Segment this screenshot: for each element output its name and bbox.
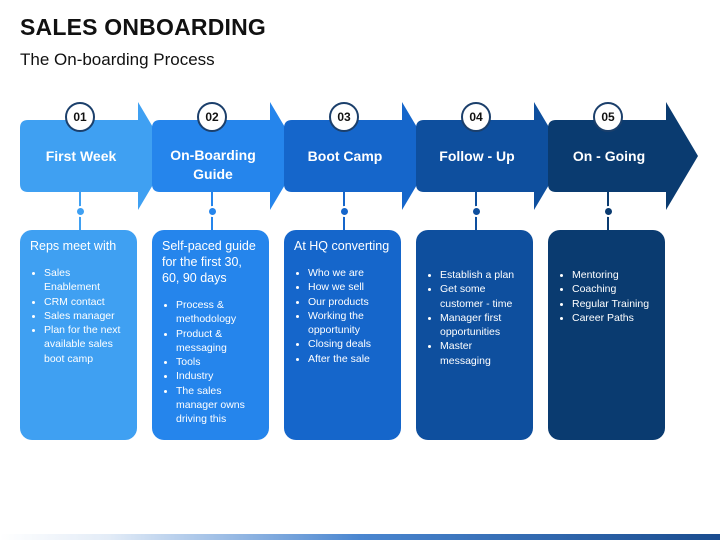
connector-dot bbox=[602, 206, 614, 217]
step-arrow-02 bbox=[152, 102, 302, 210]
card-heading bbox=[558, 238, 655, 258]
connector-dot bbox=[74, 206, 86, 217]
card-bullet: CRM contact bbox=[44, 295, 127, 309]
card-bullet: Working the opportunity bbox=[308, 309, 391, 338]
card-bullet: Establish a plan bbox=[440, 268, 523, 282]
card-bullet: Sales manager bbox=[44, 309, 127, 323]
step-number-badge: 02 bbox=[197, 102, 227, 132]
card-bullet: Get some customer - time bbox=[440, 282, 523, 311]
step-arrow-04 bbox=[416, 102, 566, 210]
card-bullet: The sales manager owns driving this bbox=[176, 384, 259, 427]
connector-dot bbox=[338, 206, 350, 217]
card-bullet: Manager first opportunities bbox=[440, 311, 523, 340]
connector-dot bbox=[206, 206, 218, 217]
card-bullet: Plan for the next available sales boot c… bbox=[44, 323, 127, 366]
step-arrow-05 bbox=[548, 102, 698, 210]
card-bullet-list: MentoringCoachingRegular TrainingCareer … bbox=[558, 268, 655, 325]
step-card-01: Reps meet withSales EnablementCRM contac… bbox=[20, 230, 137, 440]
arrow-chain bbox=[20, 102, 698, 210]
bottom-accent-bar bbox=[0, 534, 720, 540]
card-bullet: Master messaging bbox=[440, 339, 523, 368]
card-bullet: Tools bbox=[176, 355, 259, 369]
card-bullet: Closing deals bbox=[308, 337, 391, 351]
step-card-04: Establish a planGet some customer - time… bbox=[416, 230, 533, 440]
card-bullet: Career Paths bbox=[572, 311, 655, 325]
card-bullet: Our products bbox=[308, 295, 391, 309]
card-heading: Reps meet with bbox=[30, 239, 117, 253]
step-title: On-Boarding Guide bbox=[170, 147, 256, 182]
card-bullet: Process & methodology bbox=[176, 298, 259, 327]
card-bullet: Product & messaging bbox=[176, 327, 259, 356]
card-bullet-list: Sales EnablementCRM contactSales manager… bbox=[30, 266, 127, 366]
step-card-03: At HQ convertingWho we areHow we sellOur… bbox=[284, 230, 401, 440]
card-heading bbox=[426, 238, 523, 258]
card-heading: Self-paced guide for the first 30, 60, 9… bbox=[162, 239, 256, 285]
step-card-05: MentoringCoachingRegular TrainingCareer … bbox=[548, 230, 665, 440]
step-title: First Week bbox=[45, 148, 117, 164]
card-bullet: How we sell bbox=[308, 280, 391, 294]
card-bullet: Coaching bbox=[572, 282, 655, 296]
card-bullet: Who we are bbox=[308, 266, 391, 280]
card-bullet: Mentoring bbox=[572, 268, 655, 282]
step-number-badge: 05 bbox=[593, 102, 623, 132]
step-title: Follow - Up bbox=[439, 148, 515, 164]
page-title: SALES ONBOARDING bbox=[20, 14, 266, 40]
card-bullet: Industry bbox=[176, 369, 259, 383]
card-bullet-list: Who we areHow we sellOur productsWorking… bbox=[294, 266, 391, 366]
card-heading: At HQ converting bbox=[294, 239, 390, 253]
step-card-02: Self-paced guide for the first 30, 60, 9… bbox=[152, 230, 269, 440]
step-title: Boot Camp bbox=[307, 148, 383, 164]
card-bullet: After the sale bbox=[308, 352, 391, 366]
page-subtitle: The On-boarding Process bbox=[20, 50, 215, 69]
card-bullet-list: Establish a planGet some customer - time… bbox=[426, 268, 523, 368]
step-number-badge: 03 bbox=[329, 102, 359, 132]
step-arrow-03 bbox=[284, 102, 434, 210]
card-bullet-list: Process & methodologyProduct & messaging… bbox=[162, 298, 259, 427]
step-title: On - Going bbox=[572, 148, 646, 164]
step-number-badge: 04 bbox=[461, 102, 491, 132]
connector-dot bbox=[470, 206, 482, 217]
card-bullet: Sales Enablement bbox=[44, 266, 127, 295]
step-number-badge: 01 bbox=[65, 102, 95, 132]
card-bullet: Regular Training bbox=[572, 297, 655, 311]
step-arrow-01 bbox=[20, 102, 170, 210]
